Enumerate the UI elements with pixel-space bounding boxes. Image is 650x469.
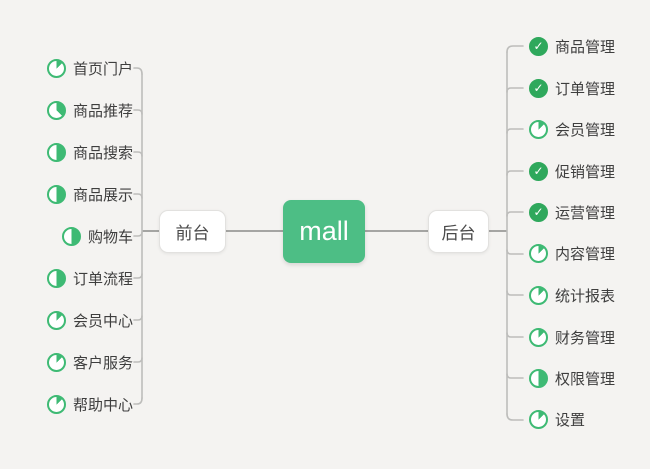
topic-label: 帮助中心 <box>72 396 133 414</box>
task-progress-icon <box>529 119 548 139</box>
topic-label: 首页门户 <box>72 60 133 78</box>
topic-node[interactable]: 订单流程 <box>46 267 133 289</box>
task-progress-icon <box>529 368 548 388</box>
branch-node-label: 前台 <box>175 224 210 243</box>
topic-node[interactable]: ✓ 运营管理 <box>529 201 615 223</box>
task-progress-icon: ✓ <box>529 202 548 222</box>
topic-label: 商品搜索 <box>72 144 133 162</box>
task-progress-icon <box>46 58 66 78</box>
topic-node[interactable]: 商品推荐 <box>46 99 133 121</box>
task-progress-icon <box>529 327 548 347</box>
topic-label: 商品展示 <box>72 186 133 204</box>
root-node-label: mall <box>299 216 349 246</box>
topic-node[interactable]: 首页门户 <box>46 57 133 79</box>
topic-label: 设置 <box>555 411 586 429</box>
task-progress-icon: ✓ <box>529 161 548 181</box>
topic-node[interactable]: ✓ 订单管理 <box>529 77 615 99</box>
topic-node[interactable]: ✓ 商品管理 <box>529 35 615 57</box>
topic-node[interactable]: 内容管理 <box>529 242 615 264</box>
task-progress-icon <box>46 352 66 372</box>
topic-node[interactable]: 财务管理 <box>529 326 615 348</box>
root-node[interactable]: mall <box>283 200 365 263</box>
topic-label: 统计报表 <box>555 287 616 305</box>
topic-label: 权限管理 <box>555 370 616 388</box>
task-progress-icon: ✓ <box>529 78 548 98</box>
topic-label: 订单管理 <box>555 80 616 98</box>
topic-node[interactable]: 客户服务 <box>46 351 133 373</box>
topic-node[interactable]: ✓ 促销管理 <box>529 160 615 182</box>
topic-label: 客户服务 <box>72 354 133 372</box>
topic-node[interactable]: 商品展示 <box>46 183 133 205</box>
task-progress-icon <box>46 268 66 288</box>
task-progress-icon <box>46 100 66 120</box>
topic-node[interactable]: 会员中心 <box>46 309 133 331</box>
topic-label: 财务管理 <box>555 329 616 347</box>
task-progress-icon <box>46 142 66 162</box>
task-progress-icon <box>529 409 548 429</box>
branch-node-backend[interactable]: 后台 <box>428 210 489 253</box>
topic-node[interactable]: 会员管理 <box>529 118 615 140</box>
task-progress-icon <box>61 226 81 246</box>
branch-node-frontend[interactable]: 前台 <box>159 210 226 253</box>
topic-node[interactable]: 购物车 <box>61 225 133 247</box>
topic-label: 订单流程 <box>72 270 133 288</box>
task-progress-icon <box>529 243 548 263</box>
topic-label: 商品管理 <box>555 38 616 56</box>
branch-node-label: 后台 <box>441 224 476 243</box>
task-progress-icon: ✓ <box>529 36 548 56</box>
task-progress-icon <box>46 310 66 330</box>
topic-label: 内容管理 <box>555 245 616 263</box>
topic-node[interactable]: 帮助中心 <box>46 393 133 415</box>
topic-label: 购物车 <box>87 228 133 246</box>
topic-label: 会员管理 <box>555 121 616 139</box>
topic-node[interactable]: 设置 <box>529 408 585 430</box>
task-progress-icon <box>46 394 66 414</box>
topic-label: 促销管理 <box>555 163 616 181</box>
topic-label: 运营管理 <box>555 204 616 222</box>
topic-label: 会员中心 <box>72 312 133 330</box>
topic-node[interactable]: 商品搜索 <box>46 141 133 163</box>
topic-node[interactable]: 统计报表 <box>529 284 615 306</box>
topic-label: 商品推荐 <box>72 102 133 120</box>
task-progress-icon <box>529 285 548 305</box>
task-progress-icon <box>46 184 66 204</box>
topic-node[interactable]: 权限管理 <box>529 367 615 389</box>
